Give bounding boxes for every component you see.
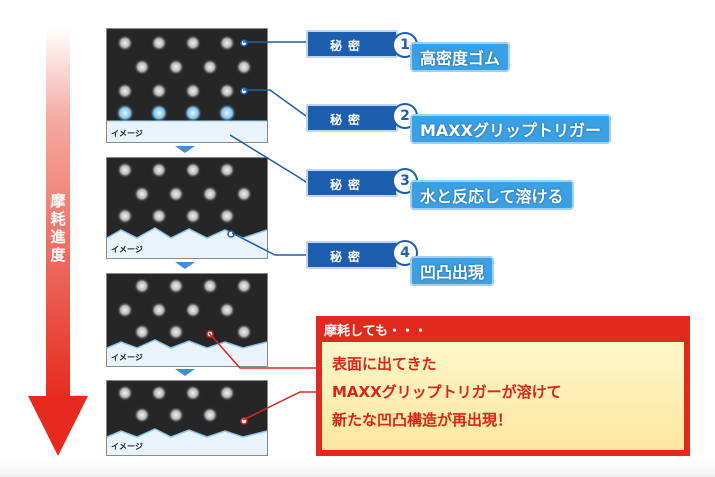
callout-line-2: MAXXグリップトリガーが溶けて xyxy=(332,383,562,401)
rubber-image-panel-3: イメージ xyxy=(106,273,268,367)
secret-label-4: 秘密 xyxy=(306,241,398,269)
image-tag: イメージ xyxy=(111,129,143,138)
rubber-image-panel-2: イメージ xyxy=(106,157,268,259)
callout-heading: 摩耗しても・・・ xyxy=(324,324,427,339)
feature-water-soluble: 水と反応して溶ける xyxy=(410,180,574,210)
step-arrow xyxy=(175,369,195,376)
image-tag: イメージ xyxy=(111,353,143,362)
rubber-image-panel-1: イメージ xyxy=(106,28,268,143)
secret-label-3: 秘密 xyxy=(306,169,398,197)
callout-box: 摩耗しても・・・ 表面に出てきた MAXXグリップトリガーが溶けて 新たな凹凸構… xyxy=(316,316,690,456)
image-tag: イメージ xyxy=(111,442,143,451)
rubber-cross-section xyxy=(107,35,267,142)
number-badge-4: 4 xyxy=(392,240,418,266)
image-tag: イメージ xyxy=(111,245,143,254)
label-char: 進 xyxy=(50,228,66,246)
label-char: 度 xyxy=(50,246,66,264)
callout-line-3: 新たな凹凸構造が再出現！ xyxy=(332,411,513,429)
wear-progress-arrow xyxy=(28,28,88,456)
secret-label-1: 秘密 xyxy=(306,30,398,58)
rubber-image-panel-4: イメージ xyxy=(106,380,268,456)
step-arrow xyxy=(175,262,195,269)
callout-line-1: 表面に出てきた xyxy=(332,355,437,373)
label-char: 摩 xyxy=(50,192,66,210)
secret-label-2: 秘密 xyxy=(306,104,398,132)
wear-progress-label: 摩 耗 進 度 xyxy=(49,192,67,264)
callout-body: 表面に出てきた MAXXグリップトリガーが溶けて 新たな凹凸構造が再出現！ xyxy=(322,342,684,450)
page-bottom-fade xyxy=(0,461,715,477)
feature-maxx-grip-trigger: MAXXグリップトリガー xyxy=(410,114,611,144)
step-arrow xyxy=(175,146,195,153)
rubber-cross-section xyxy=(107,385,267,455)
feature-high-density-rubber: 高密度ゴム xyxy=(410,42,511,72)
feature-uneven-surface: 凹凸出現 xyxy=(410,256,495,286)
rubber-cross-section xyxy=(107,162,267,258)
label-char: 耗 xyxy=(50,210,66,228)
rubber-cross-section xyxy=(107,278,267,366)
